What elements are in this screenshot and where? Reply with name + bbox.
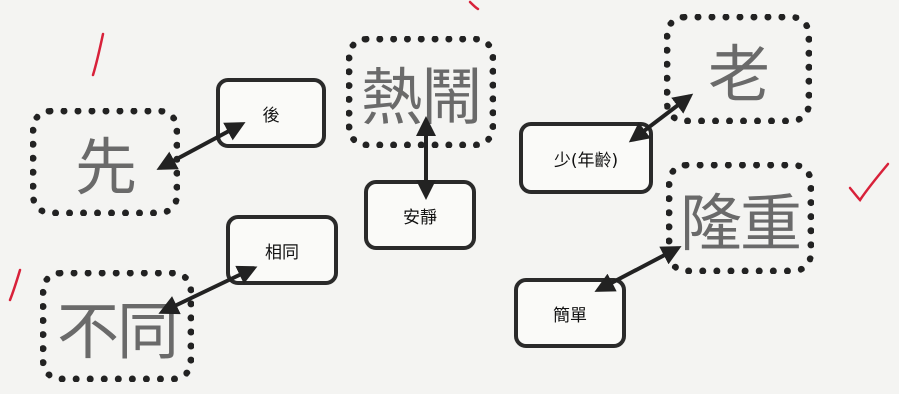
- double-arrow-icon: [158, 265, 258, 315]
- double-arrow-icon: [594, 246, 682, 292]
- double-arrow-icon: [628, 93, 694, 143]
- double-arrow-icon: [156, 122, 246, 170]
- answer-box-lao: 老: [664, 14, 812, 124]
- check-mark-icon: [468, 0, 480, 11]
- check-mark-icon: [91, 32, 105, 77]
- answer-box-longzhong: 隆重: [666, 162, 814, 274]
- check-mark-icon: [8, 268, 22, 302]
- check-mark-icon: [848, 162, 890, 202]
